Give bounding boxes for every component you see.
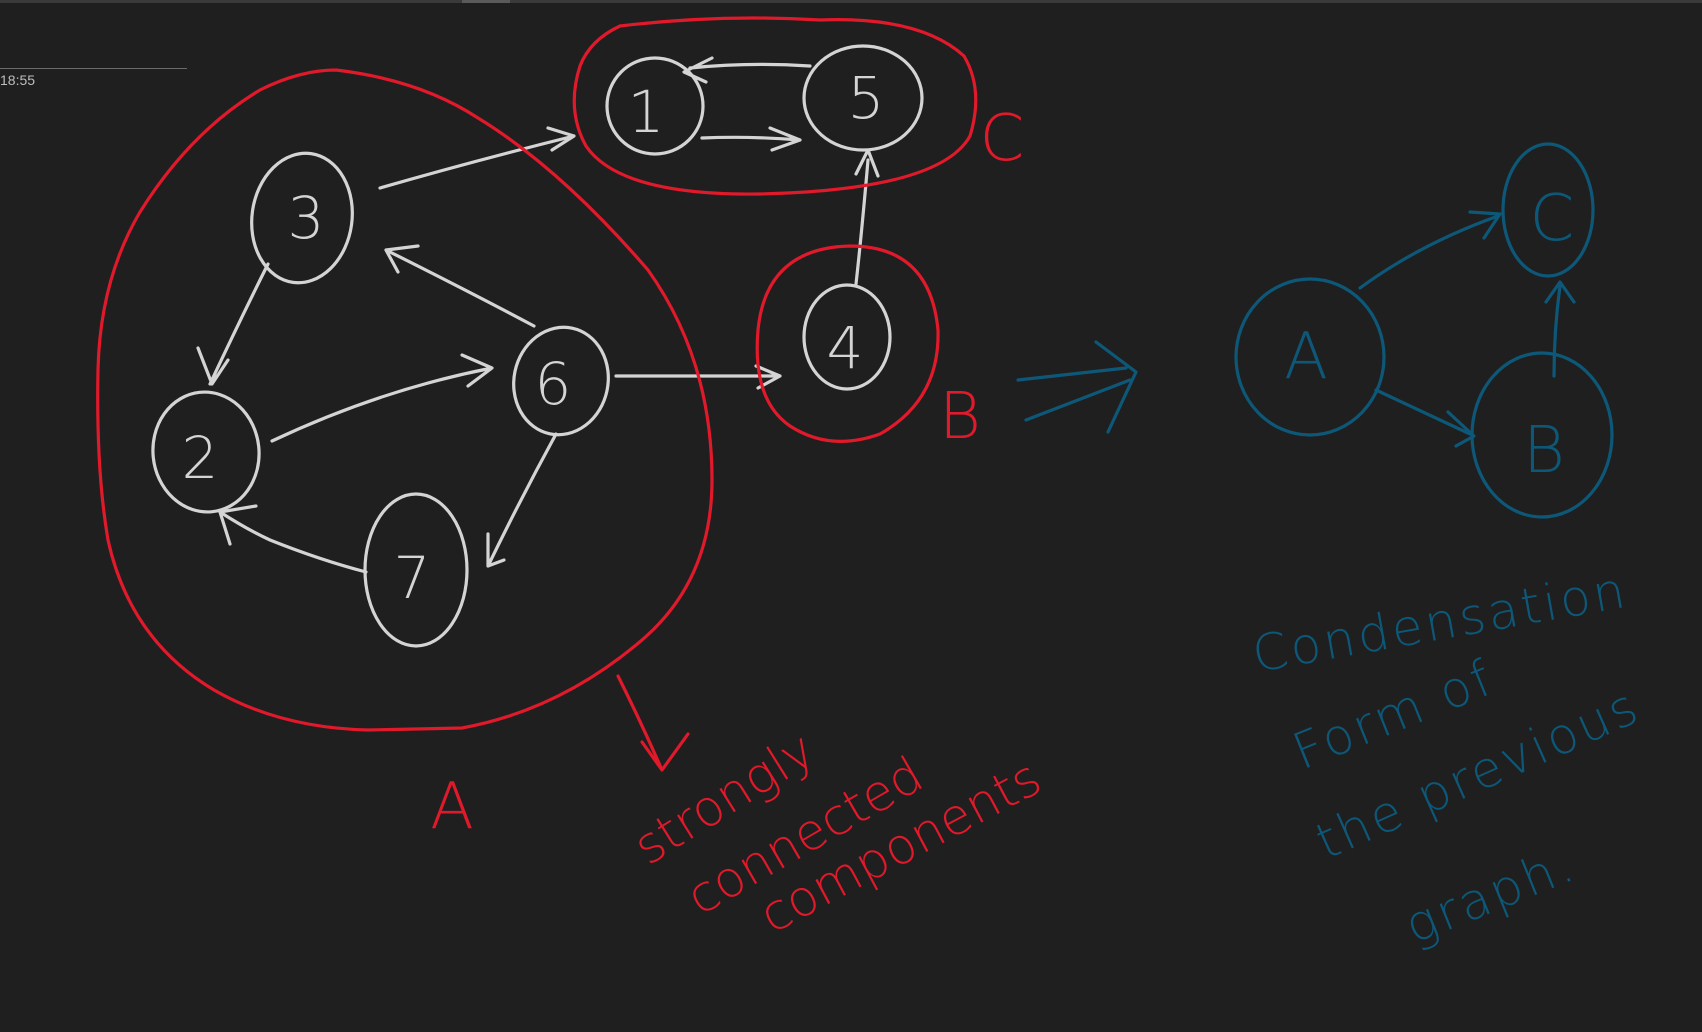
edge-3-to-1: [378, 126, 576, 190]
timestamp-divider: [0, 68, 187, 69]
condensed-node-c-circle: [1501, 142, 1595, 278]
node-6-circle: [512, 325, 610, 437]
condensed-edge-b-to-c: [1544, 280, 1576, 378]
condensed-edge-a-to-c: [1358, 210, 1502, 290]
node-7-circle: [363, 492, 469, 648]
node-6-label: 6: [535, 350, 572, 418]
condensed-node-a-circle: [1234, 277, 1386, 437]
component-a-label: A: [430, 770, 474, 844]
node-7-label: 7: [394, 544, 431, 612]
original-graph: 3 2 6 7 1 5 4: [151, 44, 924, 648]
condensed-node-a-label: A: [1284, 320, 1328, 394]
edge-6-to-3: [384, 244, 536, 328]
edge-6-to-7: [486, 432, 558, 568]
implies-arrow: [1016, 340, 1138, 434]
node-1-label: 1: [628, 78, 665, 146]
component-b-label: B: [939, 380, 981, 454]
edge-4-to-5: [854, 148, 880, 286]
condensed-graph: A B C: [1234, 142, 1614, 519]
edge-5-to-1: [682, 56, 812, 84]
edge-7-to-2: [218, 504, 368, 574]
component-b-boundary: [755, 244, 940, 443]
node-4-circle: [802, 283, 892, 391]
component-a-boundary: [96, 68, 714, 732]
node-3-label: 3: [288, 184, 325, 252]
node-4-label: 4: [827, 314, 864, 382]
edge-2-to-6: [270, 353, 494, 443]
components-overlay: A B C strongly connected components: [96, 16, 1050, 945]
component-c-boundary: [572, 16, 978, 196]
edge-1-to-5: [700, 126, 802, 152]
annotation-arrow: [616, 674, 690, 772]
condensed-edge-a-to-b: [1374, 388, 1476, 448]
caption: Condensation Form of the previous graph.: [1248, 561, 1649, 955]
node-5-circle: [802, 44, 924, 152]
caption-line-4: graph.: [1397, 834, 1584, 955]
node-2-circle: [151, 390, 261, 514]
timestamp-label: 18:55: [0, 72, 36, 88]
top-scrollbar[interactable]: [0, 0, 1702, 3]
edge-3-to-2: [196, 262, 270, 386]
node-5-label: 5: [848, 64, 885, 132]
component-c-label: C: [980, 102, 1025, 176]
condensed-node-c-label: C: [1530, 182, 1575, 256]
node-2-label: 2: [182, 424, 219, 492]
condensed-node-b-label: B: [1523, 414, 1565, 488]
node-3-circle: [250, 151, 354, 285]
scrollbar-thumb[interactable]: [462, 0, 510, 3]
node-1-circle: [605, 56, 705, 156]
